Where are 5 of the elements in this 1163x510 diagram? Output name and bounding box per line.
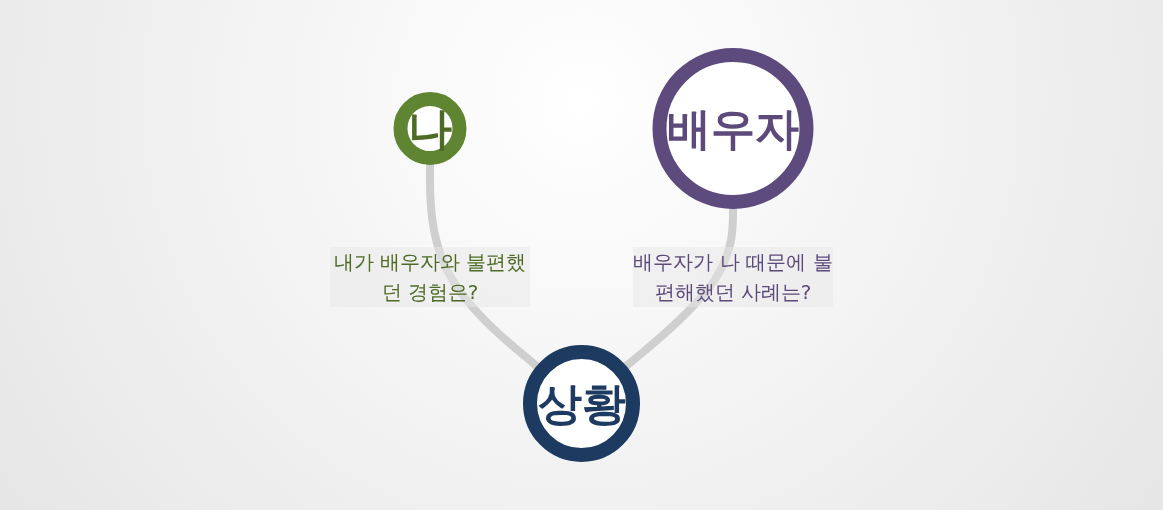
node-circle: 상황 [523,345,640,462]
node-circle: 나 [393,92,467,165]
node-circle: 배우자 [652,48,814,209]
edge-label: 내가 배우자와 불편했던 경험은? [333,250,527,304]
edge-label: 배우자가 나 때문에 불편해했던 사례는? [633,250,833,304]
